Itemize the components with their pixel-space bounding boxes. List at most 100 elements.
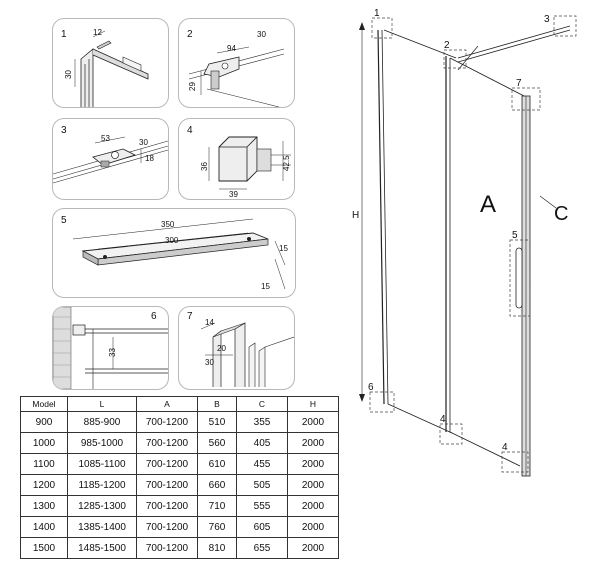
callout-4-left: 4 bbox=[440, 414, 446, 425]
cell-b: 710 bbox=[197, 495, 237, 517]
cell-c: 455 bbox=[236, 453, 288, 475]
detail-5-dim-c: 15 bbox=[279, 244, 288, 253]
header-l: L bbox=[67, 396, 137, 412]
cell-b: 610 bbox=[197, 453, 237, 475]
cell-c: 605 bbox=[236, 516, 288, 538]
table-header-row: Model L A B C H bbox=[20, 396, 339, 412]
detail-2-number: 2 bbox=[187, 29, 193, 40]
detail-3-dim-c: 18 bbox=[145, 154, 154, 163]
header-h: H bbox=[287, 396, 339, 412]
callout-4-right: 4 bbox=[502, 442, 508, 453]
cell-b: 660 bbox=[197, 474, 237, 496]
detail-5-dim-a: 350 bbox=[161, 220, 175, 229]
cell-h: 2000 bbox=[287, 411, 339, 433]
table-row: 1200 1185-1200 700-1200 660 505 2000 bbox=[20, 474, 339, 496]
detail-4-dim-a: 36 bbox=[200, 162, 209, 171]
cell-l: 1285-1300 bbox=[67, 495, 137, 517]
cell-l: 885-900 bbox=[67, 411, 137, 433]
panel-a-label: A bbox=[480, 191, 496, 218]
detail-6-panel: 6 33 bbox=[52, 306, 169, 390]
detail-3-dim-a: 53 bbox=[101, 134, 110, 143]
callout-6: 6 bbox=[368, 382, 374, 393]
cell-a: 700-1200 bbox=[136, 516, 198, 538]
detail-7-number: 7 bbox=[187, 311, 193, 322]
callout-5: 5 bbox=[512, 230, 518, 241]
cell-h: 2000 bbox=[287, 516, 339, 538]
detail-5-number: 5 bbox=[61, 215, 67, 226]
spec-table: Model L A B C H 900 885-900 700-1200 510… bbox=[20, 396, 339, 559]
cell-model: 1100 bbox=[20, 453, 68, 475]
table-row: 1000 985-1000 700-1200 560 405 2000 bbox=[20, 432, 339, 454]
cell-a: 700-1200 bbox=[136, 474, 198, 496]
table-row: 1500 1485-1500 700-1200 810 655 2000 bbox=[20, 537, 339, 559]
detail-6-dim-a: 33 bbox=[108, 348, 117, 357]
callout-3: 3 bbox=[544, 14, 550, 25]
cell-h: 2000 bbox=[287, 537, 339, 559]
cell-l: 1485-1500 bbox=[67, 537, 137, 559]
cell-a: 700-1200 bbox=[136, 537, 198, 559]
detail-3-dim-b: 30 bbox=[139, 138, 148, 147]
detail-7-dim-a: 14 bbox=[205, 318, 214, 327]
detail-5-drawing: 350 300 15 15 bbox=[72, 218, 288, 291]
detail-2-panel: 2 94 30 29 bbox=[178, 18, 295, 108]
detail-2-drawing: 94 30 29 bbox=[188, 30, 285, 107]
header-a: A bbox=[136, 396, 198, 412]
detail-3-drawing: 53 30 18 bbox=[53, 134, 168, 184]
detail-1-dim-a: 12 bbox=[93, 28, 102, 37]
cell-c: 505 bbox=[236, 474, 288, 496]
detail-2-dim-b: 30 bbox=[257, 30, 266, 39]
cell-h: 2000 bbox=[287, 432, 339, 454]
cell-a: 700-1200 bbox=[136, 495, 198, 517]
cell-b: 810 bbox=[197, 537, 237, 559]
cell-b: 760 bbox=[197, 516, 237, 538]
header-model: Model bbox=[20, 396, 68, 412]
detail-4-dim-c: 39 bbox=[229, 190, 238, 199]
cell-c: 655 bbox=[236, 537, 288, 559]
detail-1-number: 1 bbox=[61, 29, 67, 40]
cell-h: 2000 bbox=[287, 495, 339, 517]
detail-5-dim-d: 15 bbox=[261, 282, 270, 291]
header-c: C bbox=[236, 396, 288, 412]
cell-l: 985-1000 bbox=[67, 432, 137, 454]
cell-model: 1300 bbox=[20, 495, 68, 517]
detail-1-dim-b: 30 bbox=[64, 70, 73, 79]
detail-6-number: 6 bbox=[151, 311, 157, 322]
detail-4-dim-b: 42.5 bbox=[282, 155, 291, 171]
detail-7-drawing: 14 20 30 bbox=[200, 318, 294, 387]
detail-5-panel: 5 350 300 15 15 bbox=[52, 208, 296, 298]
detail-2-dim-c: 29 bbox=[188, 82, 197, 91]
callout-7: 7 bbox=[516, 78, 522, 89]
detail-2-dim-a: 94 bbox=[227, 44, 236, 53]
cell-c: 355 bbox=[236, 411, 288, 433]
detail-7-dim-b: 20 bbox=[217, 344, 226, 353]
detail-1-drawing: 12 30 bbox=[64, 28, 149, 107]
table-row: 1300 1285-1300 700-1200 710 555 2000 bbox=[20, 495, 339, 517]
cell-a: 700-1200 bbox=[136, 453, 198, 475]
cell-c: 405 bbox=[236, 432, 288, 454]
table-row: 900 885-900 700-1200 510 355 2000 bbox=[20, 411, 339, 433]
detail-4-panel: 4 36 42.5 39 bbox=[178, 118, 295, 200]
cell-model: 1000 bbox=[20, 432, 68, 454]
panel-c-label: C bbox=[554, 203, 568, 225]
cell-a: 700-1200 bbox=[136, 411, 198, 433]
callout-2: 2 bbox=[444, 40, 450, 51]
cell-h: 2000 bbox=[287, 474, 339, 496]
table-row: 1400 1385-1400 700-1200 760 605 2000 bbox=[20, 516, 339, 538]
cell-model: 1200 bbox=[20, 474, 68, 496]
detail-6-drawing: 33 bbox=[53, 307, 168, 389]
cell-h: 2000 bbox=[287, 453, 339, 475]
cell-b: 560 bbox=[197, 432, 237, 454]
callout-1: 1 bbox=[374, 8, 380, 19]
table-row: 1100 1085-1100 700-1200 610 455 2000 bbox=[20, 453, 339, 475]
detail-3-number: 3 bbox=[61, 125, 67, 136]
cell-model: 1500 bbox=[20, 537, 68, 559]
cell-l: 1185-1200 bbox=[67, 474, 137, 496]
cell-c: 555 bbox=[236, 495, 288, 517]
detail-5-dim-b: 300 bbox=[165, 236, 179, 245]
cell-b: 510 bbox=[197, 411, 237, 433]
cell-l: 1085-1100 bbox=[67, 453, 137, 475]
detail-3-panel: 3 53 30 18 bbox=[52, 118, 169, 200]
cell-model: 1400 bbox=[20, 516, 68, 538]
cell-l: 1385-1400 bbox=[67, 516, 137, 538]
header-b: B bbox=[197, 396, 237, 412]
